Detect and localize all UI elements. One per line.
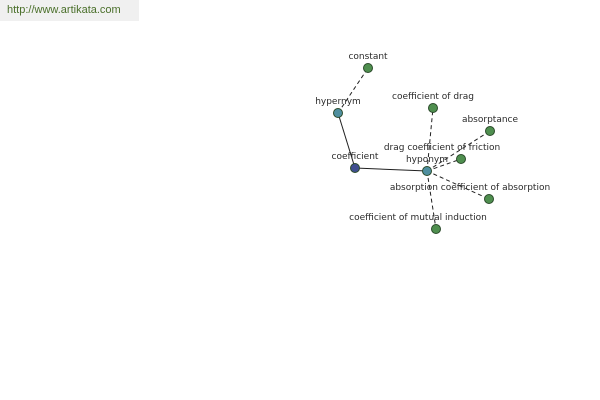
- absorptance-node-dot[interactable]: [485, 126, 495, 136]
- edge-hyponym-to-absorptance: [426, 130, 491, 172]
- absorption-coefficient-of-absorption-node-label[interactable]: absorption coefficient of absorption: [390, 183, 550, 193]
- graph-node-coefficient-of-mutual-induction[interactable]: coefficient of mutual induction: [349, 213, 487, 234]
- edges-layer: [337, 67, 491, 230]
- graph-node-coefficient-of-drag[interactable]: coefficient of drag: [392, 92, 474, 113]
- source-url-label[interactable]: http://www.artikata.com: [0, 0, 139, 21]
- edge-coefficient-to-hypernym: [337, 112, 356, 169]
- coefficient-of-mutual-induction-node-dot[interactable]: [431, 224, 441, 234]
- coefficient-of-mutual-induction-node-label[interactable]: coefficient of mutual induction: [349, 213, 487, 223]
- coefficient-node-label[interactable]: coefficient: [332, 152, 379, 162]
- coefficient-node-dot[interactable]: [350, 163, 360, 173]
- edge-coefficient-to-hyponym: [354, 167, 428, 172]
- coefficient-of-drag-node-label[interactable]: coefficient of drag: [392, 92, 474, 102]
- edge-hyponym-to-drag-coefficient-of-friction: [426, 158, 462, 172]
- edge-hyponym-to-coefficient-of-mutual-induction: [426, 170, 437, 230]
- graph-node-constant[interactable]: constant: [348, 52, 388, 73]
- edge-hypernym-to-constant: [337, 67, 369, 114]
- graph-node-drag-coefficient-of-friction[interactable]: drag coefficient of friction: [384, 143, 500, 164]
- drag-coefficient-of-friction-node-dot[interactable]: [456, 154, 466, 164]
- graph-node-coefficient[interactable]: coefficient: [332, 152, 379, 173]
- edge-hyponym-to-coefficient-of-drag: [426, 107, 434, 172]
- hyponym-node-dot[interactable]: [422, 166, 432, 176]
- constant-node-label[interactable]: constant: [348, 52, 388, 62]
- hyponym-node-label[interactable]: hyponym: [406, 155, 448, 165]
- graph-node-hypernym[interactable]: hypernym: [315, 97, 361, 118]
- absorption-coefficient-of-absorption-node-dot[interactable]: [484, 194, 494, 204]
- drag-coefficient-of-friction-node-label[interactable]: drag coefficient of friction: [384, 143, 500, 153]
- edge-hyponym-to-absorption-coefficient-of-absorption: [426, 170, 490, 200]
- coefficient-of-drag-node-dot[interactable]: [428, 103, 438, 113]
- hypernym-node-label[interactable]: hypernym: [315, 97, 361, 107]
- hypernym-node-dot[interactable]: [333, 108, 343, 118]
- graph-node-hyponym[interactable]: hyponym: [406, 155, 448, 176]
- graph-node-absorption-coefficient-of-absorption[interactable]: absorption coefficient of absorption: [390, 183, 550, 204]
- absorptance-node-label[interactable]: absorptance: [462, 115, 519, 125]
- constant-node-dot[interactable]: [363, 63, 373, 73]
- nodes-layer: coefficient hypernym hyponym constant coeffi…: [315, 52, 550, 234]
- graph-node-absorptance[interactable]: absorptance: [462, 115, 519, 136]
